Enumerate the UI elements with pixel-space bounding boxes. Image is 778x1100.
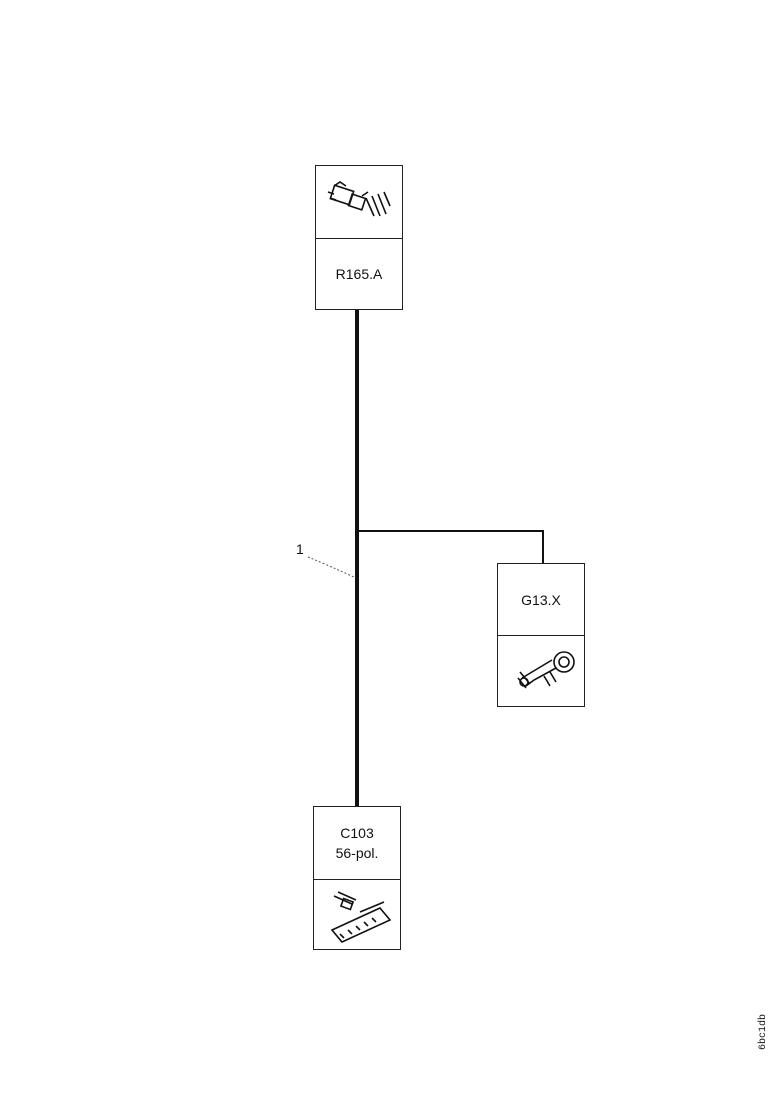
component-r165a: R165.A [315,165,403,310]
component-icon-cell [498,635,584,706]
component-icon-cell [314,879,400,949]
component-pin-count: 56-pol. [335,845,379,861]
component-c103: C103 56-pol. [313,806,401,950]
component-code-cell: G13.X [498,564,584,635]
figure-code: 6bc1db [758,1013,769,1050]
component-code-cell: R165.A [316,238,402,309]
wire-number-label: 1 [296,541,304,557]
wire-leader-line [307,556,357,579]
multi-pin-connector-icon [330,891,392,943]
branch-wire [357,530,544,564]
component-code-r165a: R165.A [335,266,383,282]
connector-terminal-icon [517,651,575,689]
relay-terminal-icon [327,181,391,217]
component-icon-cell [316,166,402,238]
component-g13x: G13.X [497,563,585,707]
component-code-g13x: G13.X [521,591,561,608]
component-code-c103: C103 [340,825,374,841]
component-code-cell: C103 56-pol. [314,807,400,879]
